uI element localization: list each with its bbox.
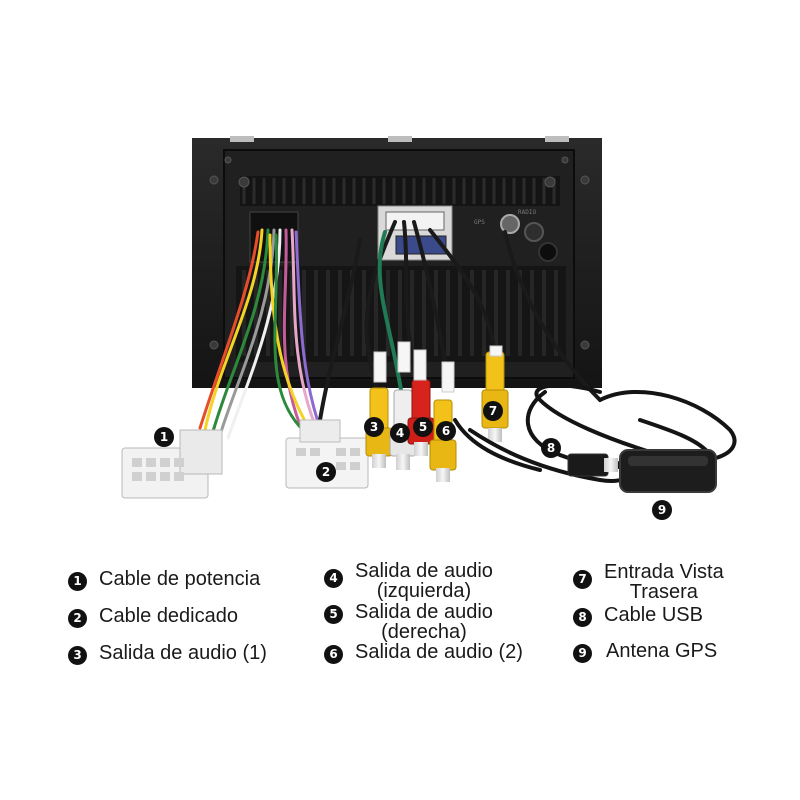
power-connector — [121, 429, 223, 499]
power-cable-wires — [198, 228, 322, 440]
badge-3: 3 — [364, 417, 384, 437]
badge-9: 9 — [652, 500, 672, 520]
rca-cables — [318, 220, 602, 422]
radio-port-inner — [538, 242, 558, 262]
badge-4: 4 — [390, 423, 410, 443]
badge-6: 6 — [436, 421, 456, 441]
svg-text:5: 5 — [419, 420, 427, 434]
svg-text:3: 3 — [370, 420, 378, 434]
diagram-badges: 1 2 3 4 5 6 7 8 9 — [154, 401, 672, 520]
screws — [209, 156, 590, 350]
connector-latch — [179, 429, 223, 475]
mount-clip — [388, 136, 412, 142]
svg-text:8: 8 — [547, 441, 555, 455]
svg-text:1: 1 — [160, 430, 168, 444]
mount-clip — [545, 136, 569, 142]
gps-label: GPS — [474, 219, 485, 226]
connector-top — [299, 419, 341, 443]
svg-text:4: 4 — [396, 426, 404, 440]
badge-5: 5 — [413, 417, 433, 437]
radio-port — [524, 222, 544, 242]
svg-text:7: 7 — [489, 404, 497, 418]
rca-plug-yellow-3 — [481, 351, 509, 442]
head-unit-back: GPS RADIO — [192, 136, 602, 388]
usb-connector — [567, 453, 618, 477]
mount-clip — [230, 136, 254, 142]
cable-tags — [373, 341, 503, 393]
radio-label: RADIO — [518, 209, 536, 216]
gps-antenna — [619, 449, 717, 493]
badge-2: 2 — [316, 462, 336, 482]
gps-port — [500, 214, 520, 234]
svg-text:2: 2 — [322, 465, 330, 479]
badge-7: 7 — [483, 401, 503, 421]
badge-8: 8 — [541, 438, 561, 458]
svg-text:9: 9 — [658, 503, 666, 517]
rca-plug-yellow-2 — [429, 399, 457, 482]
svg-text:6: 6 — [442, 424, 450, 438]
badge-1: 1 — [154, 427, 174, 447]
